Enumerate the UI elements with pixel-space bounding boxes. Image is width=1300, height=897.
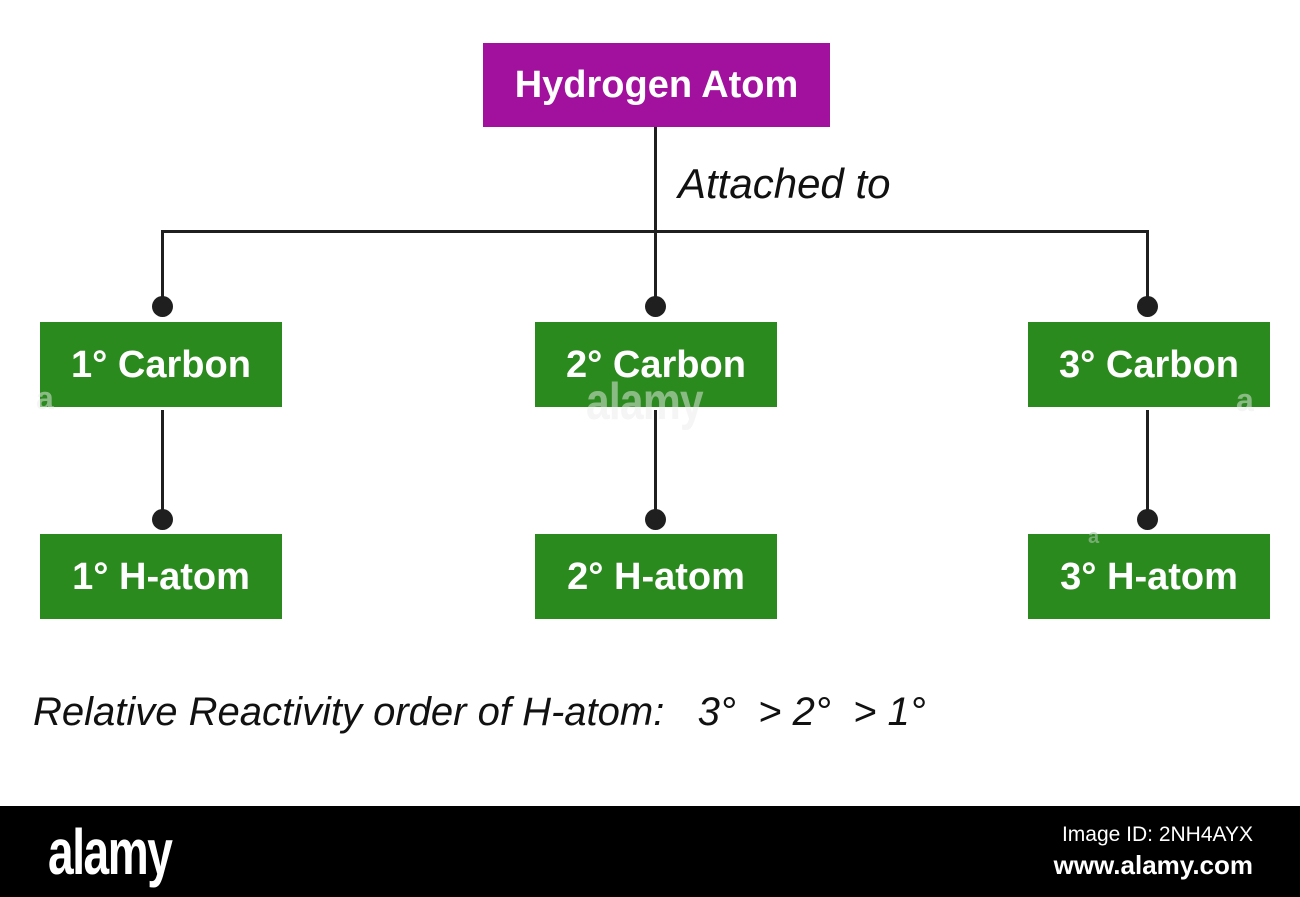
node-3-carbon-label: 3° Carbon bbox=[1059, 343, 1239, 386]
alamy-logo: alamy bbox=[48, 815, 173, 888]
node-2-carbon: 2° Carbon bbox=[535, 322, 777, 407]
connector-dot bbox=[645, 509, 666, 530]
connector-dot bbox=[152, 296, 173, 317]
node-1-h-atom: 1° H-atom bbox=[40, 534, 282, 619]
connector-drop-left bbox=[161, 233, 164, 298]
image-id-text: Image ID: 2NH4AYX bbox=[1061, 822, 1253, 846]
node-1-h-atom-label: 1° H-atom bbox=[72, 555, 250, 598]
node-hydrogen-atom-label: Hydrogen Atom bbox=[514, 64, 799, 106]
node-3-carbon: 3° Carbon bbox=[1028, 322, 1270, 407]
node-1-carbon: 1° Carbon bbox=[40, 322, 282, 407]
connector-stem-left bbox=[161, 410, 164, 510]
connector-trunk-line bbox=[654, 127, 657, 232]
connector-stem-right bbox=[1146, 410, 1149, 510]
node-1-carbon-label: 1° Carbon bbox=[71, 343, 251, 386]
node-3-h-atom-label: 3° H-atom bbox=[1060, 555, 1238, 598]
node-2-h-atom: 2° H-atom bbox=[535, 534, 777, 619]
connector-dot bbox=[1137, 296, 1158, 317]
node-3-h-atom: 3° H-atom bbox=[1028, 534, 1270, 619]
connector-stem-center bbox=[654, 410, 657, 510]
alamy-url-text: www.alamy.com bbox=[1053, 849, 1253, 880]
connector-drop-right bbox=[1146, 233, 1149, 298]
connector-dot bbox=[645, 296, 666, 317]
node-2-h-atom-label: 2° H-atom bbox=[567, 555, 745, 598]
alamy-footer-bar: alamy Image ID: 2NH4AYX www.alamy.com bbox=[0, 806, 1300, 897]
reactivity-note: Relative Reactivity order of H-atom: 3° … bbox=[33, 690, 926, 734]
footer-credits: Image ID: 2NH4AYX www.alamy.com bbox=[1054, 823, 1253, 881]
node-2-carbon-label: 2° Carbon bbox=[566, 343, 746, 386]
connector-horizontal-bar bbox=[161, 230, 1149, 233]
connector-dot bbox=[152, 509, 173, 530]
edge-label-attached-to: Attached to bbox=[678, 160, 891, 207]
node-hydrogen-atom: Hydrogen Atom bbox=[483, 43, 830, 127]
connector-drop-center bbox=[654, 233, 657, 298]
connector-dot bbox=[1137, 509, 1158, 530]
